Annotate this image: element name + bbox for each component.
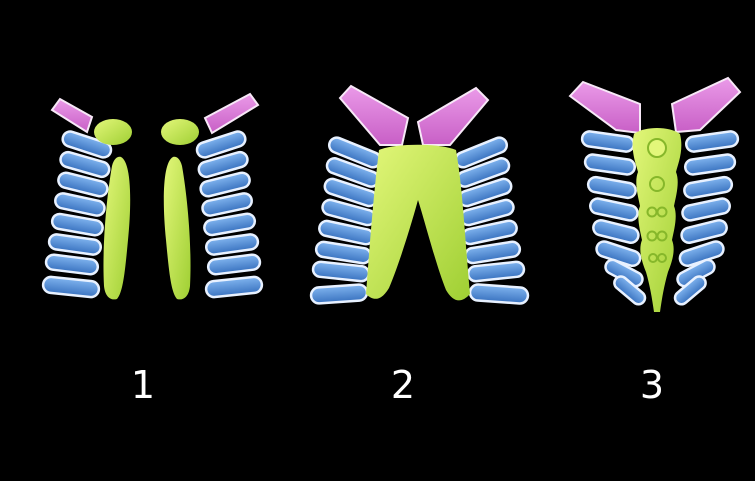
stage-1-right-sternal-bar <box>164 157 191 300</box>
ossification-center <box>648 139 666 157</box>
rib <box>684 154 736 176</box>
rib <box>42 276 99 298</box>
stage-3-right-ribs <box>672 130 739 306</box>
rib <box>45 254 98 275</box>
stage-1-label: 1 <box>113 362 173 408</box>
stage-1-left-sternal-bar <box>103 157 130 300</box>
rib <box>581 130 635 152</box>
rib <box>312 261 369 282</box>
rib <box>589 197 639 222</box>
rib <box>681 197 731 222</box>
rib <box>680 219 728 245</box>
stage-3-right-clavicle <box>672 78 740 132</box>
rib <box>205 276 262 298</box>
stage-2-fusing-sternum <box>366 145 470 301</box>
stage-3-figure <box>570 78 740 312</box>
rib <box>584 154 636 176</box>
stage-3-label: 3 <box>622 362 682 408</box>
rib <box>470 284 529 304</box>
rib <box>205 233 259 255</box>
rib <box>207 254 260 275</box>
stage-1-right-manubrium-bud <box>161 119 199 145</box>
stage-2-figure <box>311 86 529 304</box>
stage-2-label: 2 <box>373 362 433 408</box>
rib <box>467 261 524 282</box>
stage-2-right-clavicle <box>418 88 488 145</box>
rib <box>685 130 739 152</box>
stage-2-left-clavicle <box>340 86 408 145</box>
stage-1-right-clavicle <box>205 94 258 133</box>
stage-1-left-manubrium-bud <box>94 119 132 145</box>
rib <box>311 284 368 304</box>
stage-1-figure <box>42 94 262 299</box>
stage-1-left-ribs <box>42 130 113 298</box>
stage-3-left-clavicle <box>570 82 640 133</box>
rib <box>587 176 637 199</box>
rib <box>592 219 640 245</box>
rib <box>48 233 102 255</box>
stage-1-right-ribs <box>195 130 263 298</box>
rib <box>683 176 733 199</box>
stage-1-left-clavicle <box>52 99 92 132</box>
